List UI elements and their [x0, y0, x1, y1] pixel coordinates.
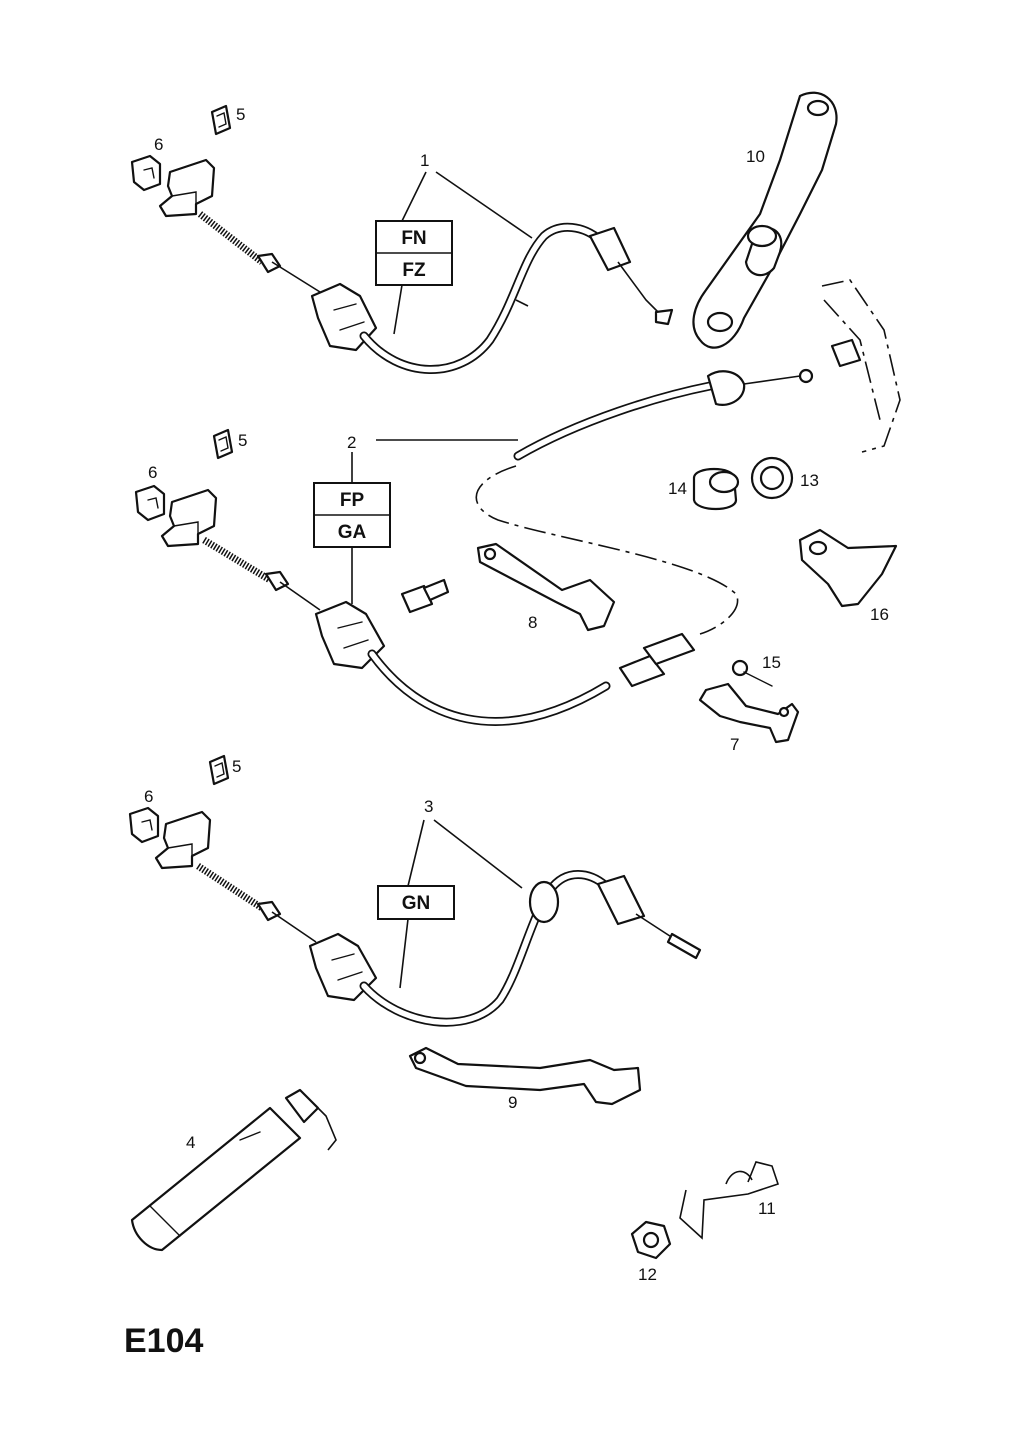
callout-4: 4 [186, 1133, 195, 1152]
variant-code-fn: FN [401, 228, 426, 249]
callout-9: 9 [508, 1093, 517, 1112]
screw-15 [731, 659, 773, 687]
bracket-clip-bottom [154, 810, 212, 870]
callout-6-top: 6 [154, 135, 163, 154]
spring-clip-11 [679, 1161, 780, 1240]
lever-plate-10 [692, 91, 838, 349]
callout-11: 11 [758, 1199, 776, 1218]
bracket-9 [408, 1046, 642, 1106]
callout-6-middle: 6 [148, 463, 157, 482]
callout-10: 10 [746, 147, 765, 166]
bracket-clip-top [158, 158, 216, 218]
callout-15: 15 [762, 653, 781, 672]
callout-3: 3 [424, 797, 433, 816]
clip-6-bottom [128, 806, 160, 844]
callout-12: 12 [638, 1265, 657, 1284]
callout-5-top: 5 [236, 105, 245, 124]
variant-code-fp: FP [340, 490, 365, 511]
bracket-16 [798, 528, 898, 608]
clip-5-middle [212, 428, 234, 460]
callout-2: 2 [347, 433, 356, 452]
cable-assembly-2 [202, 368, 814, 726]
washer-13 [750, 456, 794, 500]
callout-16: 16 [870, 605, 889, 624]
callout-5-middle: 5 [238, 431, 247, 450]
variant-badge-1: FN FZ [375, 220, 453, 286]
damper-4 [130, 1088, 337, 1252]
callout-5-bottom: 5 [232, 757, 241, 776]
bolt [400, 578, 450, 614]
bracket-7 [698, 682, 800, 744]
variant-badge-2: FP GA [313, 482, 391, 548]
bracket-clip-middle [160, 488, 218, 548]
variant-badge-3: GN [377, 885, 455, 920]
cable-assembly-1 [197, 211, 674, 374]
pedal-bracket-outline [821, 279, 901, 453]
cable-assembly-3 [196, 863, 702, 1027]
clip-6-middle [134, 484, 166, 522]
callout-8: 8 [528, 613, 537, 632]
bracket-8 [476, 542, 616, 632]
callout-7: 7 [730, 735, 739, 754]
variant-code-fz: FZ [402, 260, 426, 281]
diagram-reference: E104 [124, 1322, 203, 1360]
variant-code-gn: GN [402, 893, 431, 914]
callout-14: 14 [668, 479, 687, 498]
clip-6-top [130, 154, 162, 192]
nut-12 [630, 1220, 672, 1260]
bushing-14 [692, 467, 740, 510]
callout-13: 13 [800, 471, 819, 490]
clip-5-top [210, 104, 232, 136]
clip-5-bottom [208, 754, 230, 786]
callout-1: 1 [420, 151, 429, 170]
variant-code-ga: GA [338, 522, 367, 543]
callout-6-bottom: 6 [144, 787, 153, 806]
